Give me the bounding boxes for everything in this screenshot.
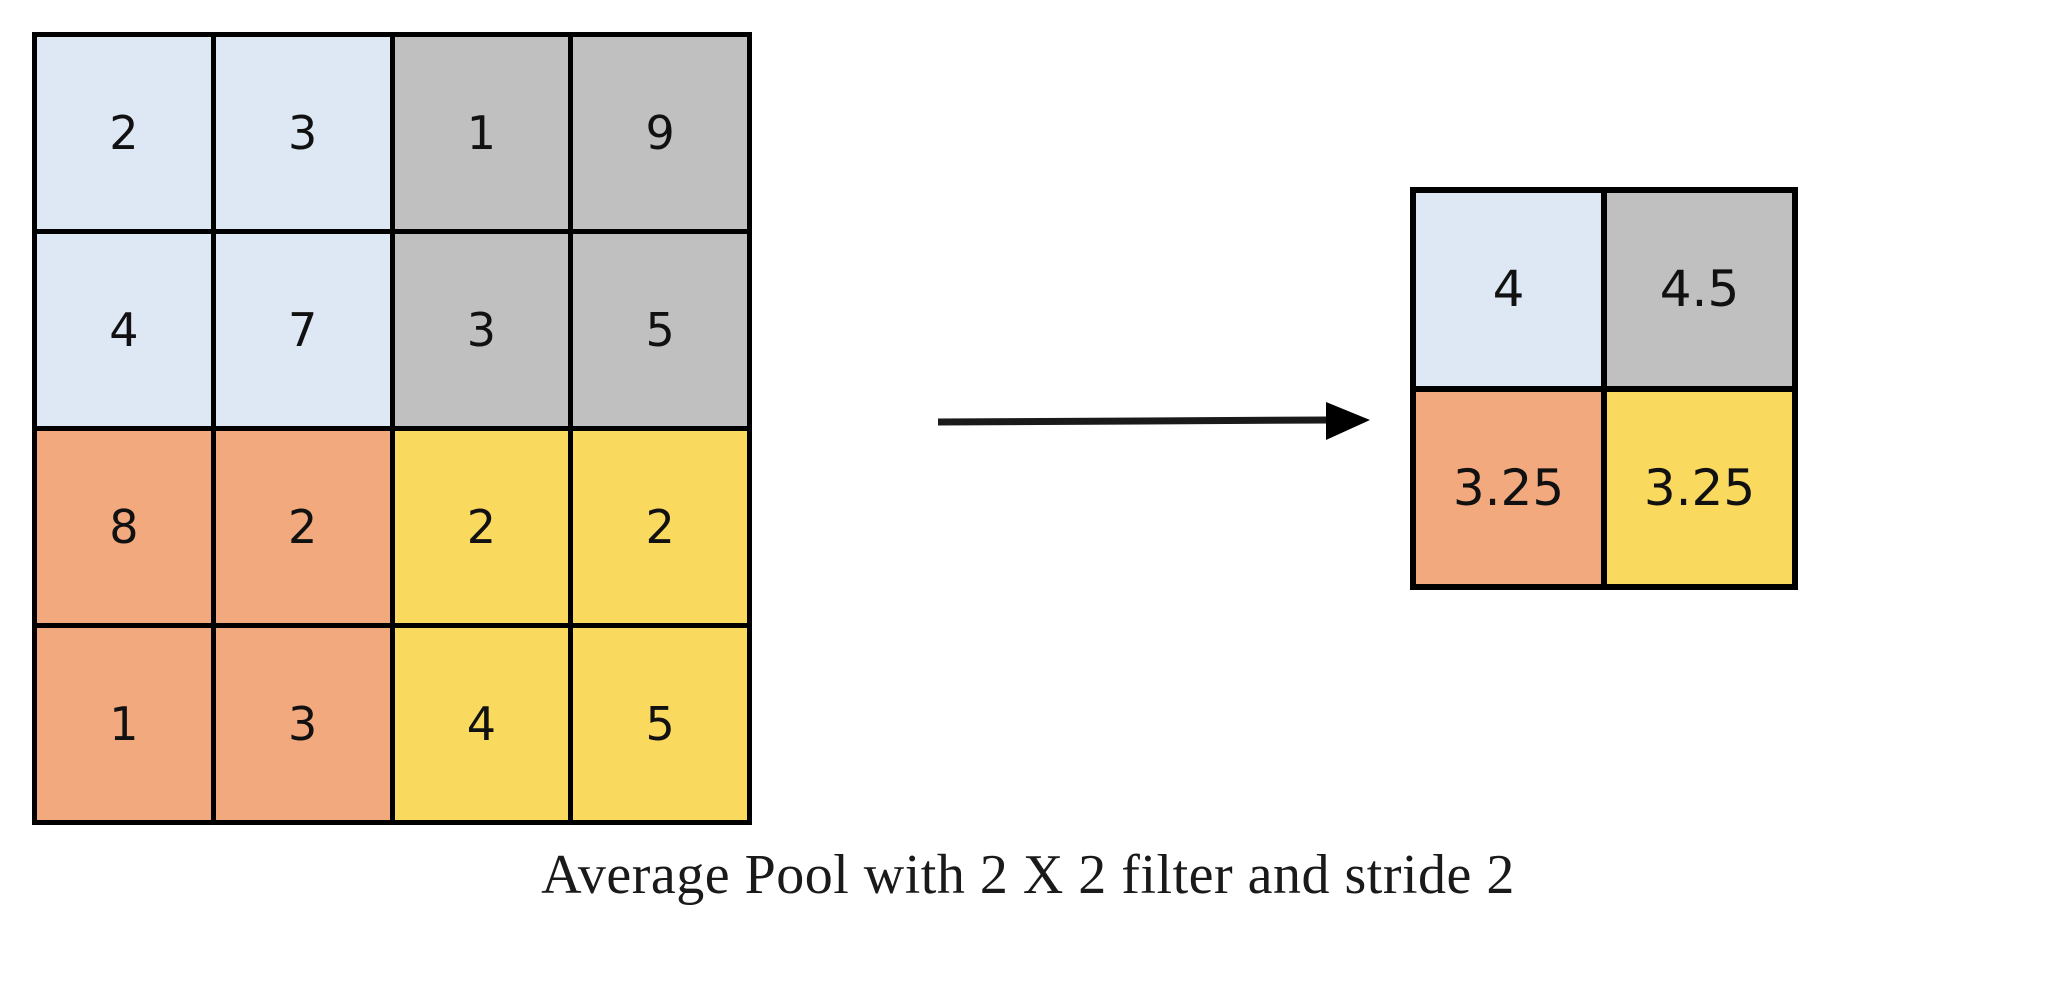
- diagram-caption: Average Pool with 2 X 2 filter and strid…: [541, 844, 1515, 906]
- input-cell-r0c1: 3: [215, 37, 390, 229]
- input-cell-r2c1: 2: [215, 431, 390, 623]
- input-cell-r1c1: 7: [215, 234, 390, 426]
- output-cell-r1c0: 3.25: [1416, 391, 1601, 584]
- output-cell-r0c0: 4: [1416, 193, 1601, 386]
- input-cell-r0c3: 9: [573, 37, 747, 229]
- input-cell-r2c2: 2: [394, 431, 569, 623]
- input-matrix: 2 3 1 9 4 7 3 5 8 2 2 2 1 3 4 5: [32, 32, 752, 825]
- input-cell-r1c3: 5: [573, 234, 747, 426]
- input-cell-r3c1: 3: [215, 628, 390, 820]
- output-cell-r1c1: 3.25: [1607, 391, 1792, 584]
- output-cell-r0c1: 4.5: [1607, 193, 1792, 386]
- input-cell-r3c0: 1: [37, 628, 211, 820]
- input-cell-r2c0: 8: [37, 431, 211, 623]
- input-cell-r3c2: 4: [394, 628, 569, 820]
- input-cell-r1c2: 3: [394, 234, 569, 426]
- input-cell-r3c3: 5: [573, 628, 747, 820]
- input-cell-r2c3: 2: [573, 431, 747, 623]
- input-cell-r0c2: 1: [394, 37, 569, 229]
- output-matrix: 4 4.5 3.25 3.25: [1410, 187, 1798, 590]
- right-arrow-icon: [937, 402, 1370, 440]
- input-cell-r0c0: 2: [37, 37, 211, 229]
- input-cell-r1c0: 4: [37, 234, 211, 426]
